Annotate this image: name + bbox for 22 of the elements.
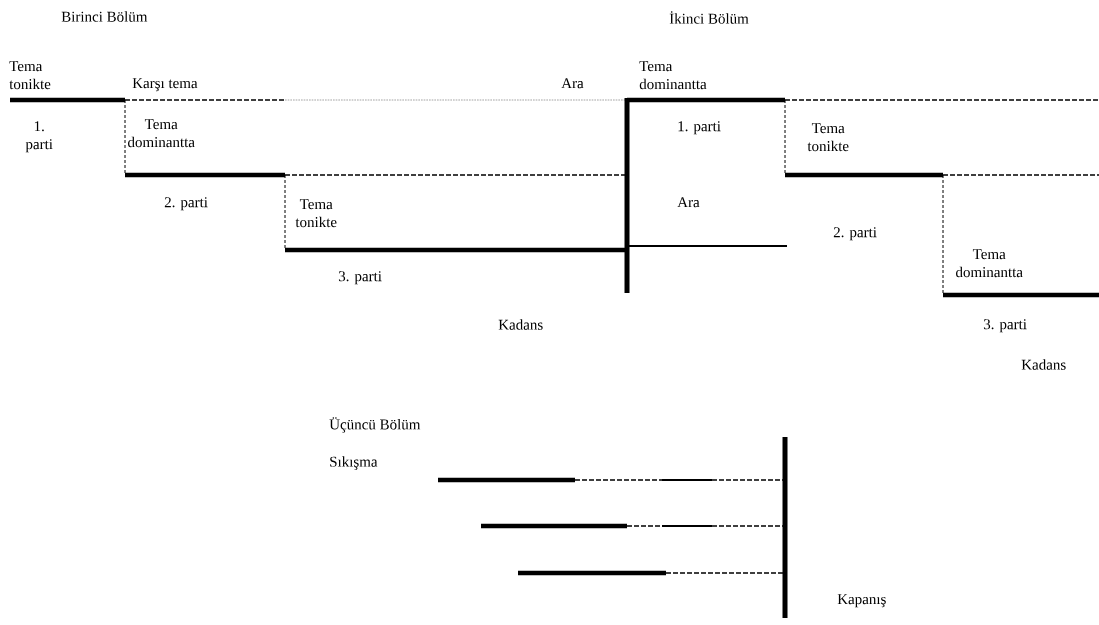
text-label: Tema dominantta xyxy=(128,119,195,148)
text-label: 1. parti xyxy=(25,121,53,153)
text-label: Tema tonikte xyxy=(807,123,849,152)
text-label: 1. parti xyxy=(678,121,721,135)
text-label: Kadans xyxy=(1021,359,1066,370)
text-label: Sıkışma xyxy=(330,456,378,470)
text-label: 3. parti xyxy=(983,319,1027,333)
text-label: Üçüncü Bölüm xyxy=(329,417,421,433)
text-label: 3. parti xyxy=(338,271,382,285)
text-label: Tema dominantta xyxy=(639,61,707,90)
text-label: 2. parti xyxy=(164,197,208,211)
text-label: Tema dominantta xyxy=(956,249,1023,278)
text-label: Ara xyxy=(677,197,700,208)
text-label: 2. parti xyxy=(833,227,877,241)
text-label: Kapanış xyxy=(837,594,886,608)
text-label: Tema tonikte xyxy=(9,61,51,90)
text-label: Ara xyxy=(561,78,584,89)
text-label: Tema tonikte xyxy=(295,199,337,228)
section-heading: İkinci Bölüm xyxy=(669,11,749,24)
text-label: Karşı tema xyxy=(132,78,198,92)
section-heading: Birinci Bölüm xyxy=(61,11,148,22)
text-label: Kadans xyxy=(498,319,543,330)
